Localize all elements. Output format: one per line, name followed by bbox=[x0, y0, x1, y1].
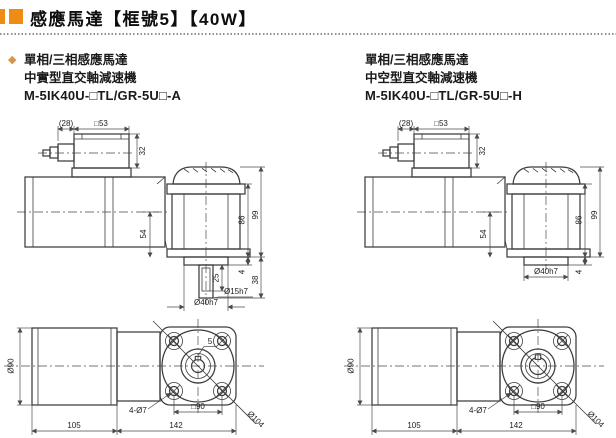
dimension-lines bbox=[357, 327, 577, 435]
dim-motor-length: 105 bbox=[407, 421, 421, 430]
drawing-side-view-solid: (28) □53 32 54 86 99 4 38 25 Ø15h7 Ø40h7 bbox=[17, 120, 265, 311]
dim-boss-dia: Ø40h7 bbox=[194, 298, 219, 307]
dim-key-length: 25 bbox=[212, 273, 221, 282]
heading-line-1: 單相/三相感應馬達 bbox=[24, 53, 128, 67]
dim-boss-height: 4 bbox=[238, 269, 247, 274]
header-bullet-bar-icon bbox=[0, 9, 5, 24]
motor-body bbox=[357, 176, 510, 248]
dim-height-99: 99 bbox=[590, 210, 599, 219]
output-boss bbox=[523, 256, 569, 266]
column-solid-heading: 單相/三相感應馬達 中實型直交軸減速機 M-5IK40U-□TL/GR-5U□-… bbox=[24, 51, 181, 105]
dim-shaft-dia: Ø15h7 bbox=[224, 287, 249, 296]
dim-flange-dia: Ø104 bbox=[246, 409, 267, 430]
dim-cable-clearance: (28) bbox=[399, 120, 414, 128]
dim-bolt-square: □90 bbox=[191, 402, 205, 411]
heading-line-1: 單相/三相感應馬達 bbox=[365, 53, 469, 67]
drawing-front-view-hollow: Ø90 4-Ø7 □90 Ø104 105 142 bbox=[344, 319, 607, 435]
dim-gear-length: 142 bbox=[509, 421, 523, 430]
dimension-labels: (28) □53 32 54 86 99 4 38 25 Ø15h7 Ø40h7 bbox=[59, 120, 260, 307]
dimension-labels: Ø90 4-Ø7 □90 Ø104 105 142 bbox=[347, 358, 607, 430]
dim-height-99: 99 bbox=[251, 210, 260, 219]
motor-cylinder bbox=[31, 327, 161, 406]
dimension-lines bbox=[397, 126, 604, 281]
terminal-box bbox=[38, 133, 134, 178]
dim-key-width: 5 bbox=[208, 337, 213, 346]
dim-box-height: 32 bbox=[138, 146, 147, 155]
heading-line-2: 中實型直交軸減速機 bbox=[24, 71, 137, 85]
model-number-solid: M-5IK40U-□TL/GR-5U□-A bbox=[24, 88, 182, 103]
dim-terminal-box: □53 bbox=[94, 120, 108, 128]
dim-motor-dia: Ø90 bbox=[347, 358, 356, 374]
terminal-box bbox=[378, 133, 474, 178]
drawing-side-view-hollow: (28) □53 32 54 86 99 4 Ø40h7 bbox=[357, 120, 604, 281]
gear-housing bbox=[156, 162, 251, 304]
dim-boss-dia: Ø40h7 bbox=[534, 267, 559, 276]
heading-line-2: 中空型直交軸減速機 bbox=[365, 71, 478, 85]
dim-flange-dia: Ø104 bbox=[586, 409, 607, 430]
drawing-front-view-solid: Ø90 5 4-Ø7 □90 Ø104 105 142 bbox=[4, 319, 267, 435]
column-hollow-heading: 單相/三相感應馬達 中空型直交軸減速機 M-5IK40U-□TL/GR-5U□-… bbox=[365, 51, 522, 105]
dim-height-86: 86 bbox=[575, 215, 584, 224]
dim-cable-clearance: (28) bbox=[59, 120, 74, 128]
dim-terminal-box: □53 bbox=[434, 120, 448, 128]
dim-height-86: 86 bbox=[238, 215, 247, 224]
mounting-flange bbox=[344, 319, 604, 425]
diamond-bullet-icon: ◆ bbox=[8, 54, 17, 66]
dim-center-height: 54 bbox=[479, 229, 488, 238]
dim-boss-height: 4 bbox=[575, 269, 584, 274]
motor-cylinder bbox=[371, 327, 501, 406]
dim-mount-holes: 4-Ø7 bbox=[129, 406, 147, 415]
dotted-divider bbox=[0, 33, 616, 35]
dimension-lines bbox=[57, 126, 265, 311]
dimension-labels: (28) □53 32 54 86 99 4 Ø40h7 bbox=[399, 120, 599, 276]
output-shaft bbox=[183, 256, 229, 299]
dim-center-height: 54 bbox=[139, 229, 148, 238]
dimension-labels: Ø90 5 4-Ø7 □90 Ø104 105 142 bbox=[7, 337, 267, 430]
dim-bolt-square: □90 bbox=[531, 402, 545, 411]
page-title: 感應馬達【框號5】【40W】 bbox=[30, 10, 257, 29]
mounting-flange bbox=[4, 319, 264, 425]
dim-gear-length: 142 bbox=[169, 421, 183, 430]
dim-motor-length: 105 bbox=[67, 421, 81, 430]
dim-box-height: 32 bbox=[478, 146, 487, 155]
dim-mount-holes: 4-Ø7 bbox=[469, 406, 487, 415]
dimension-lines bbox=[17, 327, 237, 435]
dim-motor-dia: Ø90 bbox=[7, 358, 16, 374]
dim-shaft-total: 38 bbox=[251, 275, 260, 284]
header-bullet-square-icon bbox=[9, 9, 23, 24]
model-number-hollow: M-5IK40U-□TL/GR-5U□-H bbox=[365, 88, 523, 103]
